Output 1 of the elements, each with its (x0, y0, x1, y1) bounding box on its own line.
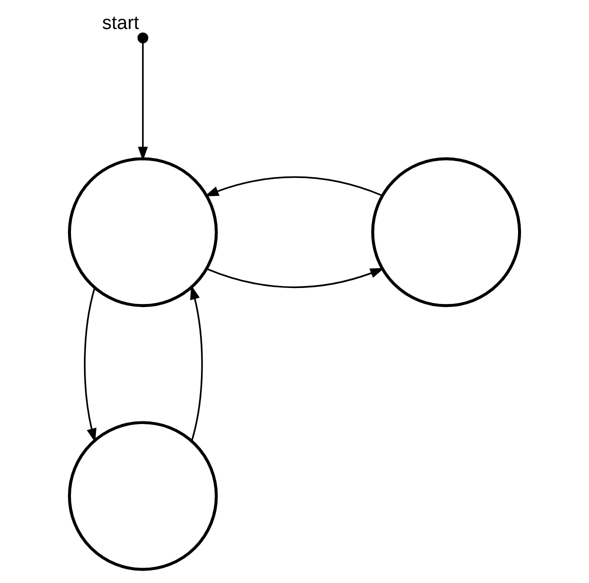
node-label: start (102, 12, 140, 34)
